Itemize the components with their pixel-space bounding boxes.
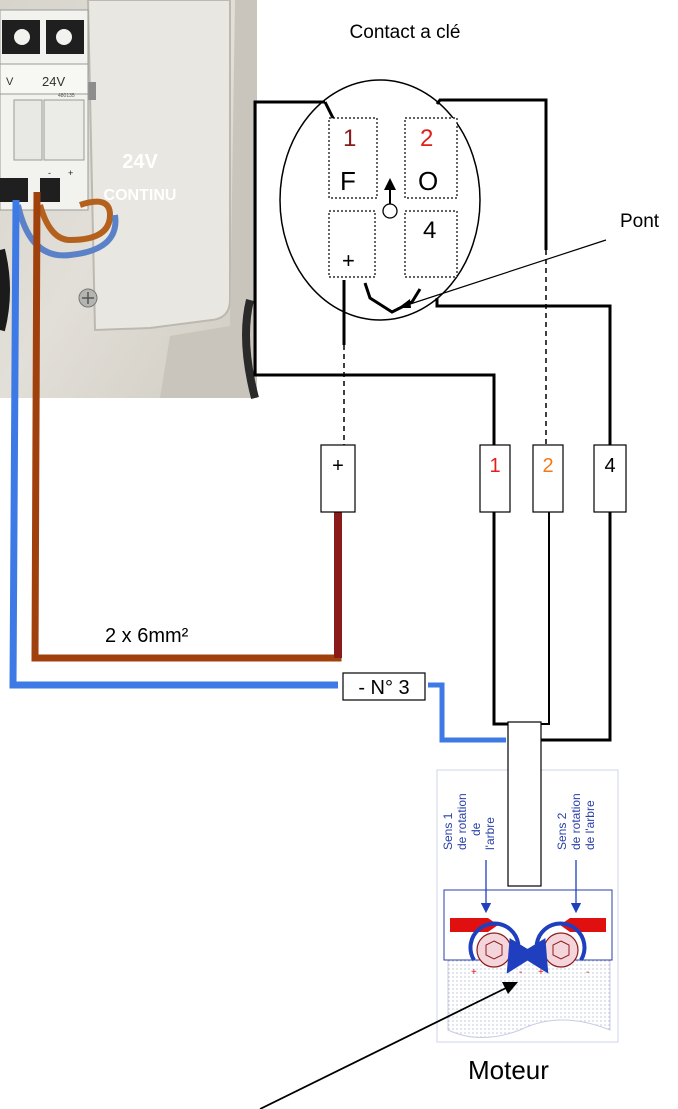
breaker-text-24v: 24V	[42, 74, 65, 89]
key-switch	[279, 79, 481, 321]
wire-1-to-motor	[492, 512, 510, 726]
connector-1-label: 1	[489, 455, 500, 477]
switch-terminal-1-number: 1	[343, 125, 356, 152]
wire-terminal-1	[253, 100, 496, 447]
connector-plus-label: +	[332, 455, 344, 477]
svg-text:l'arbre: l'arbre	[483, 817, 497, 850]
motor-label-image: + - + -	[436, 769, 619, 1043]
wire-4-to-motor	[541, 512, 612, 742]
connector-2-label: 2	[542, 455, 553, 477]
switch-terminal-1-letter: F	[340, 166, 356, 196]
connector-1: 1	[479, 444, 511, 513]
voltage-label: 24V	[122, 151, 158, 173]
connector-4: 4	[593, 444, 627, 513]
pont-label: Pont	[620, 211, 660, 232]
bridge-wire	[363, 282, 422, 314]
motor-minus-right: -	[586, 967, 589, 978]
sens2-label: Sens 2 de rotation de l'arbre	[555, 793, 597, 850]
negative-terminal-label: - N° 3	[358, 677, 409, 699]
breaker-code: 480135	[58, 93, 75, 99]
svg-text:de: de	[469, 822, 483, 836]
wire-terminal-1-link	[323, 101, 335, 119]
wire-terminal-2	[435, 98, 548, 250]
switch-terminal-2-letter: O	[418, 166, 438, 196]
blue-wire	[9, 199, 338, 689]
moteur-label: Moteur	[468, 1055, 549, 1085]
moteur-pointer	[259, 987, 507, 1109]
electrical-box-photo: V 24V 480135 - + 24V CONTINU	[0, 0, 259, 400]
connector-4-label: 4	[604, 455, 615, 477]
svg-text:de rotation: de rotation	[455, 793, 469, 850]
wire-2-to-motor	[541, 512, 550, 725]
connector-plus: +	[320, 444, 356, 513]
current-type-label: CONTINU	[104, 187, 177, 204]
switch-terminal-2-number: 2	[420, 125, 433, 152]
motor-plug	[507, 721, 542, 887]
connector-2: 2	[532, 444, 564, 513]
motor-plus-right: +	[538, 967, 544, 978]
breaker-text-v: V	[6, 76, 14, 88]
terminal-plus: +	[68, 168, 73, 178]
diagram-title: Contact a clé	[350, 22, 461, 43]
cable-spec-label: 2 x 6mm²	[105, 625, 189, 647]
switch-terminal-4: 4	[423, 217, 436, 244]
switch-terminal-plus: +	[342, 248, 355, 273]
svg-text:Sens 1: Sens 1	[441, 812, 455, 850]
negative-terminal: - N° 3	[342, 672, 426, 701]
svg-text:de rotation: de rotation	[569, 793, 583, 850]
svg-text:Sens 2: Sens 2	[555, 812, 569, 850]
terminal-minus: -	[48, 168, 51, 178]
motor-minus-left: -	[519, 967, 522, 978]
sens1-label: Sens 1 de rotation de l'arbre	[441, 793, 497, 850]
svg-text:de l'arbre: de l'arbre	[583, 800, 597, 850]
blue-wire-to-motor	[428, 682, 506, 743]
pont-pointer	[397, 239, 607, 309]
wire-terminal-4	[435, 298, 612, 447]
motor-plus-left: +	[471, 967, 477, 978]
